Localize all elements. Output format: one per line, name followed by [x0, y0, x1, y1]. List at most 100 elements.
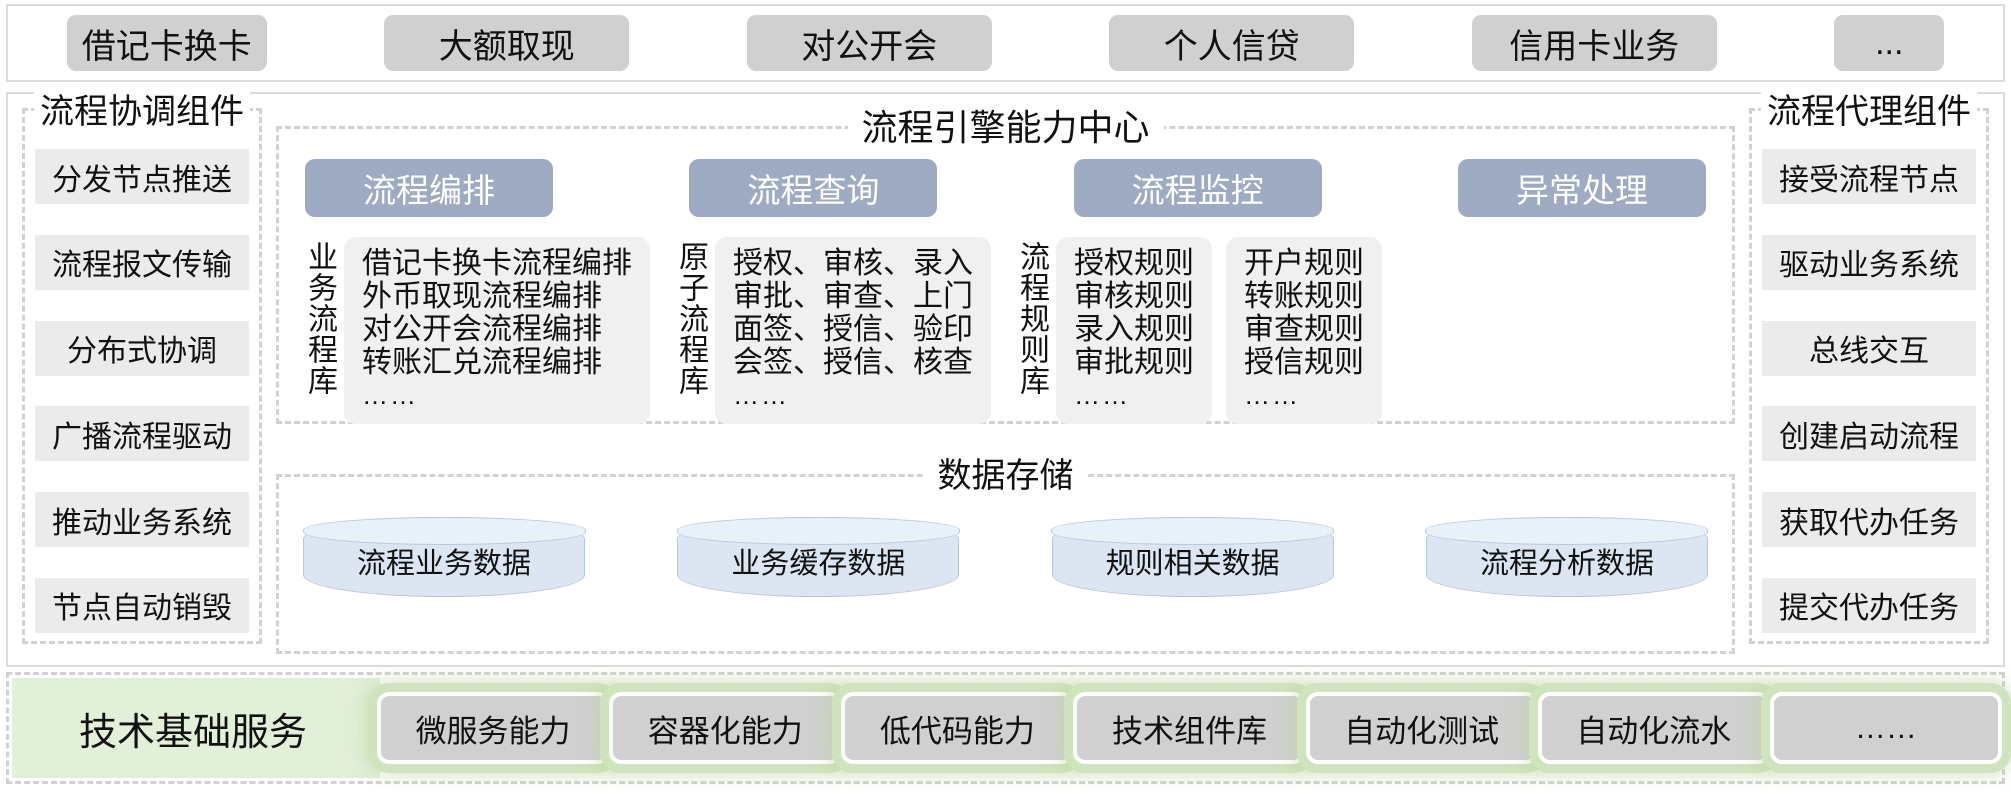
data-storage-panel: 数据存储 流程业务数据 业务缓存数据 规则相关数据 流程分析数据	[276, 455, 1735, 654]
tech-foundation-chip[interactable]: 低代码能力	[841, 692, 1074, 764]
database-cylinder[interactable]: 业务缓存数据	[676, 516, 960, 597]
tech-foundation-chip[interactable]: 自动化流水	[1537, 692, 1770, 764]
coordination-component-label: 广播流程驱动	[52, 420, 232, 454]
library-line: 借记卡换卡流程编排	[362, 247, 632, 280]
tech-foundation-label: 技术组件库	[1111, 713, 1267, 749]
business-scenario-label: 对公开会	[801, 27, 938, 66]
library-group: 原子流程库授权、审核、录入审批、审查、上门面签、授信、验印会签、授信、核查……	[672, 237, 991, 424]
business-scenario-chip[interactable]: ...	[1834, 15, 1945, 71]
library-line: 会签、授信、核查	[733, 346, 973, 379]
coordination-component-item[interactable]: 分布式协调	[35, 320, 249, 376]
tech-foundation-list: 微服务能力 容器化能力 低代码能力 技术组件库 自动化测试 自动化流水 ……	[377, 675, 2002, 781]
database-cylinder-label: 流程业务数据	[356, 548, 531, 580]
coordination-component-label: 流程报文传输	[52, 249, 232, 283]
agent-component-label: 总线交互	[1809, 335, 1929, 369]
business-scenario-label: ...	[1875, 23, 1904, 62]
business-scenario-label: 大额取现	[438, 27, 575, 66]
library-line: 面签、授信、验印	[733, 313, 973, 346]
agent-component-item[interactable]: 获取代办任务	[1762, 492, 1976, 548]
library-group: 流程规则库授权规则审核规则录入规则审批规则……开户规则转账规则审查规则授信规则……	[1013, 237, 1382, 424]
business-scenario-label: 借记卡换卡	[81, 27, 252, 66]
library-box[interactable]: 借记卡换卡流程编排外币取现流程编排对公开会流程编排转账汇兑流程编排……	[344, 237, 650, 424]
engine-center-region: 流程引擎能力中心 流程编排流程查询流程监控异常处理 业务流程库借记卡换卡流程编排…	[276, 107, 1735, 654]
tech-foundation-label: 自动化流水	[1576, 713, 1732, 749]
agent-component-label: 提交代办任务	[1779, 592, 1959, 626]
library-line: ……	[362, 380, 418, 410]
coordination-component-label: 节点自动销毁	[52, 592, 232, 626]
library-box[interactable]: 授权规则审核规则录入规则审批规则……	[1056, 237, 1212, 424]
tech-foundation-chip[interactable]: 微服务能力	[377, 692, 610, 764]
library-line: 审批规则	[1074, 346, 1194, 379]
coordination-component-item[interactable]: 流程报文传输	[35, 234, 249, 290]
agent-component-label: 创建启动流程	[1779, 420, 1959, 454]
agent-component-label: 获取代办任务	[1779, 506, 1959, 540]
agent-component-item[interactable]: 提交代办任务	[1762, 577, 1976, 633]
capability-button[interactable]: 异常处理	[1457, 159, 1706, 217]
cylinder-top-ellipse-icon	[302, 516, 586, 545]
business-scenario-label: 信用卡业务	[1509, 27, 1680, 66]
tech-foundation-highlight	[12, 678, 380, 778]
capability-button-row: 流程编排 流程查询 流程监控 异常处理	[305, 159, 1706, 217]
library-row: 业务流程库借记卡换卡流程编排外币取现流程编排对公开会流程编排转账汇兑流程编排………	[301, 237, 1710, 424]
library-line: 对公开会流程编排	[362, 313, 602, 346]
library-group: 业务流程库借记卡换卡流程编排外币取现流程编排对公开会流程编排转账汇兑流程编排……	[301, 237, 650, 424]
agent-component-item[interactable]: 接受流程节点	[1762, 149, 1976, 204]
agent-component-item[interactable]: 创建启动流程	[1762, 406, 1976, 462]
tech-foundation-chip[interactable]: 自动化测试	[1305, 692, 1538, 764]
capability-button[interactable]: 流程监控	[1073, 159, 1322, 217]
database-cylinder[interactable]: 流程业务数据	[302, 516, 586, 597]
library-line: 授权、审核、录入	[733, 247, 973, 280]
business-scenario-chip[interactable]: 借记卡换卡	[66, 15, 267, 71]
library-line: 授权规则	[1074, 247, 1194, 280]
agent-component-item[interactable]: 驱动业务系统	[1762, 234, 1976, 290]
business-scenario-chip[interactable]: 个人信贷	[1109, 15, 1355, 71]
library-line: 外币取现流程编排	[362, 280, 602, 313]
data-storage-title: 数据存储	[923, 455, 1088, 497]
cylinder-top-ellipse-icon	[676, 516, 960, 545]
database-cylinder-label: 流程分析数据	[1479, 548, 1654, 580]
library-line: 开户规则	[1244, 247, 1364, 280]
database-cylinder[interactable]: 流程分析数据	[1425, 516, 1709, 597]
library-box[interactable]: 授权、审核、录入审批、审查、上门面签、授信、验印会签、授信、核查……	[715, 237, 991, 424]
agent-component-label: 接受流程节点	[1779, 163, 1959, 197]
process-engine-panel: 流程引擎能力中心 流程编排流程查询流程监控异常处理 业务流程库借记卡换卡流程编排…	[276, 107, 1735, 424]
library-line: 转账汇兑流程编排	[362, 346, 602, 379]
capability-button[interactable]: 流程编排	[305, 159, 553, 217]
tech-foundation-chip[interactable]: 容器化能力	[609, 692, 842, 764]
coordination-component-item[interactable]: 广播流程驱动	[35, 406, 249, 462]
database-cylinder[interactable]: 规则相关数据	[1051, 516, 1335, 597]
tech-foundation-chip[interactable]: 技术组件库	[1073, 692, 1306, 764]
capability-button[interactable]: 流程查询	[689, 159, 938, 217]
cylinder-top-ellipse-icon	[1425, 516, 1709, 545]
agent-component-panel: 流程代理组件 接受流程节点驱动业务系统总线交互创建启动流程获取代办任务提交代办任…	[1749, 92, 1989, 644]
coordination-component-panel: 流程协调组件 分发节点推送流程报文传输分布式协调广播流程驱动推动业务系统节点自动…	[22, 92, 262, 644]
business-scenario-label: 个人信贷	[1163, 27, 1300, 66]
business-scenarios-band: 借记卡换卡 大额取现 对公开会 个人信贷 信用卡业务...	[6, 4, 2005, 82]
library-line: ……	[1074, 380, 1130, 410]
library-vertical-label: 流程规则库	[1015, 241, 1048, 396]
tech-foundation-chip[interactable]: ……	[1769, 692, 2002, 764]
agent-component-list: 接受流程节点驱动业务系统总线交互创建启动流程获取代办任务提交代办任务	[1762, 149, 1976, 633]
capability-button-label: 流程查询	[747, 172, 880, 209]
tech-foundation-label: ……	[1854, 710, 1917, 745]
agent-component-item[interactable]: 总线交互	[1762, 320, 1976, 376]
business-scenario-chip[interactable]: 大额取现	[384, 15, 630, 71]
tech-foundation-band: 技术基础服务 微服务能力 容器化能力 低代码能力 技术组件库 自动化测试 自动化流水 ……	[6, 672, 2005, 784]
coordination-component-label: 分发节点推送	[52, 163, 232, 197]
tech-foundation-title: 技术基础服务	[78, 711, 307, 754]
tech-foundation-label: 自动化测试	[1344, 713, 1500, 749]
database-cylinder-label: 规则相关数据	[1105, 548, 1280, 580]
coordination-component-item[interactable]: 推动业务系统	[35, 492, 249, 548]
business-scenario-chip[interactable]: 信用卡业务	[1471, 15, 1717, 71]
coordination-component-item[interactable]: 分发节点推送	[35, 149, 249, 204]
coordination-component-label: 推动业务系统	[52, 506, 232, 540]
coordination-component-item[interactable]: 节点自动销毁	[35, 577, 249, 633]
tech-foundation-label: 微服务能力	[415, 713, 571, 749]
tech-foundation-label: 低代码能力	[879, 713, 1035, 749]
library-vertical-label: 原子流程库	[674, 241, 707, 396]
library-box[interactable]: 开户规则转账规则审查规则授信规则……	[1226, 237, 1382, 424]
coordination-component-list: 分发节点推送流程报文传输分布式协调广播流程驱动推动业务系统节点自动销毁	[35, 149, 249, 633]
tech-foundation-label: 容器化能力	[647, 713, 803, 749]
business-scenario-chip[interactable]: 对公开会	[746, 15, 992, 71]
